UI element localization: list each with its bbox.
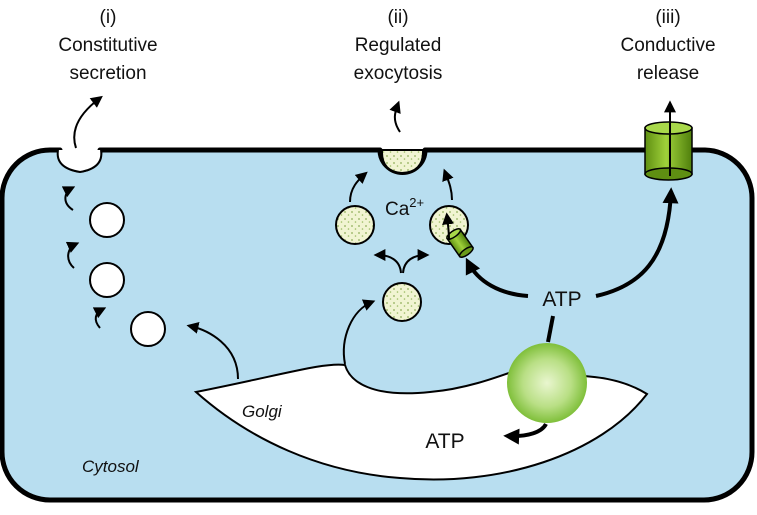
arrow: [186, 321, 239, 380]
calcium-label: Ca2+: [385, 195, 424, 220]
arrow: [73, 95, 103, 149]
vesicle: [130, 311, 166, 347]
cytosol-label: Cytosol: [82, 457, 140, 476]
pathway-title: Conductive: [620, 35, 715, 56]
fusing-cargo-vesicle: [380, 149, 425, 175]
vesicle-atp-channel: [446, 228, 474, 258]
atp-label-golgi: ATP: [425, 430, 464, 453]
pathway-title: Constitutive: [58, 35, 157, 56]
pathway-title: exocytosis: [354, 63, 443, 84]
pathway-numeral: (i): [100, 7, 117, 28]
arrow: [595, 187, 679, 298]
arrow: [389, 100, 401, 133]
arrow: [92, 307, 107, 329]
atp-label-cytosol: ATP: [542, 288, 581, 311]
arrow: [402, 249, 430, 274]
pathway-title: Regulated: [355, 35, 442, 56]
pathway-title: release: [637, 63, 699, 84]
arrow: [503, 422, 548, 445]
cargo-vesicle: [382, 282, 422, 322]
arrow: [61, 186, 76, 211]
arrow: [442, 212, 454, 241]
golgi-label: Golgi: [242, 402, 283, 421]
arrow: [465, 257, 529, 298]
transporter-link: [546, 315, 555, 343]
calcium-symbol: Ca: [385, 199, 410, 220]
vesicle: [89, 202, 125, 238]
cargo-vesicle: [335, 205, 375, 245]
vesicle: [89, 262, 125, 298]
arrow: [442, 168, 454, 201]
pathway-numeral: (ii): [387, 7, 408, 28]
arrow: [65, 241, 80, 269]
arrow: [349, 171, 368, 203]
membrane-channel: [644, 121, 693, 181]
arrow: [342, 299, 376, 365]
pathway-title: secretion: [69, 63, 146, 84]
pathway-numeral: (iii): [655, 7, 680, 28]
calcium-charge: 2+: [409, 195, 424, 210]
arrow: [373, 249, 402, 274]
fusing-vesicle-rim: [56, 149, 103, 174]
golgi-transporter: [507, 343, 587, 423]
